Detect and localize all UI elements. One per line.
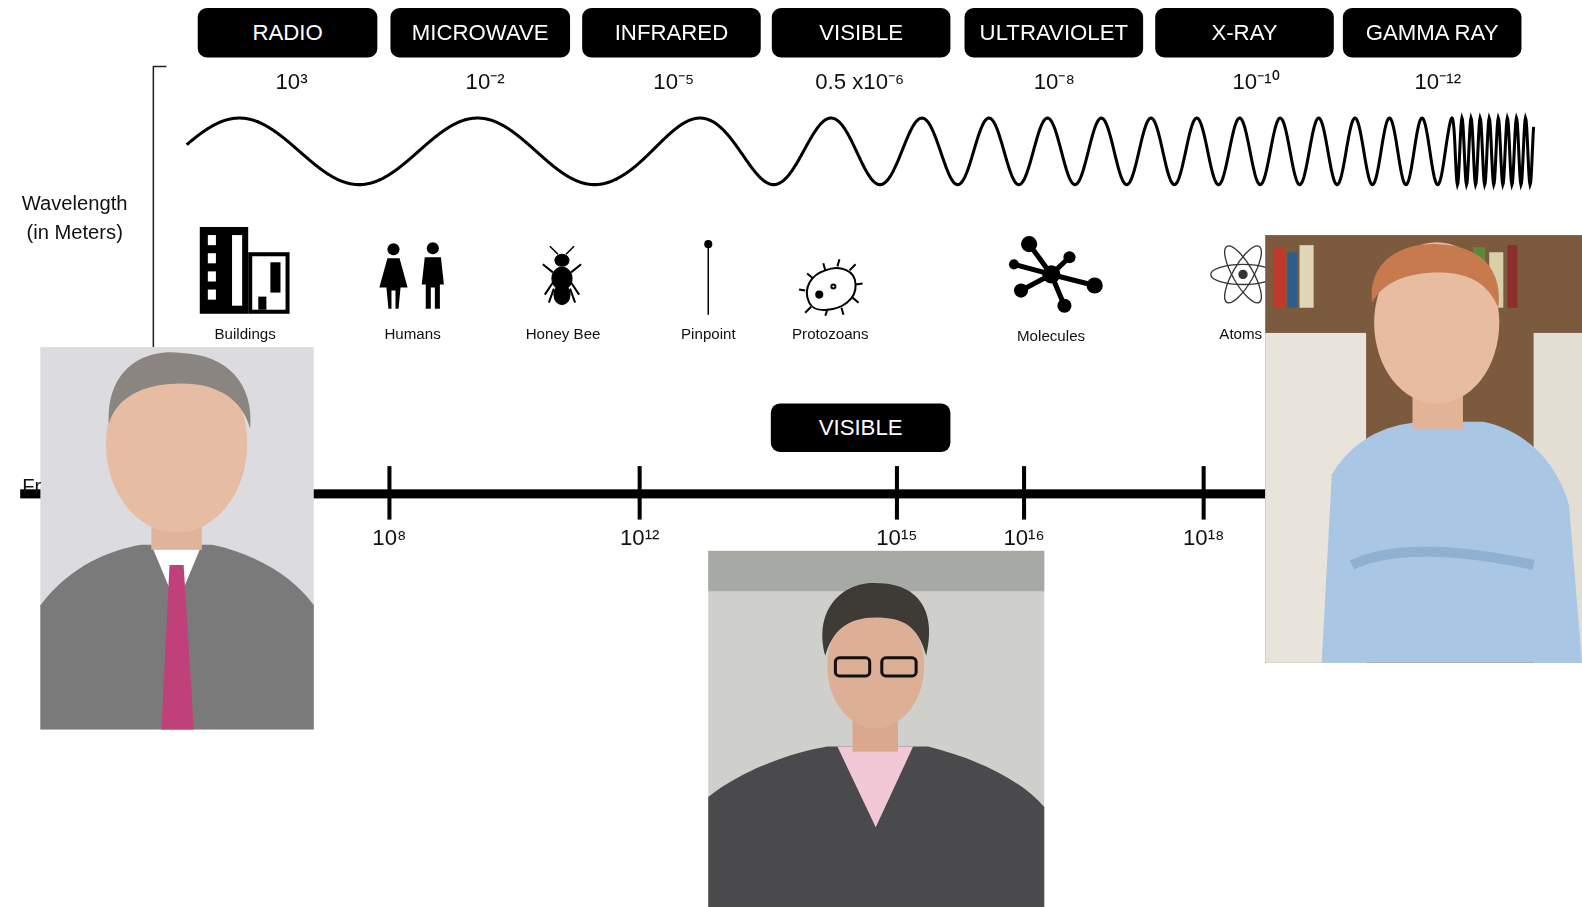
axis-label: 10⁻¹⁰: [1232, 69, 1279, 96]
band-label-box: RADIO: [198, 8, 378, 57]
axis-label: Wavelength (in Meters): [10, 189, 139, 248]
axis-label: 10⁸: [372, 525, 406, 552]
portrait-photo: [708, 551, 1044, 907]
band-label-box: MICROWAVE: [390, 8, 570, 57]
axis-label: 10⁻⁵: [653, 69, 694, 96]
axis-label: Humans: [384, 325, 440, 343]
axis-label: 10⁻¹²: [1415, 69, 1462, 96]
axis-label: 10⁻⁸: [1034, 69, 1075, 96]
band-name: MICROWAVE: [412, 20, 549, 46]
axis-label: 0.5 x10⁻⁶: [815, 69, 904, 96]
axis-label: Buildings: [214, 325, 275, 343]
band-name: VISIBLE: [819, 20, 903, 46]
portrait-photo: [40, 347, 313, 729]
band-name: X-RAY: [1211, 20, 1277, 46]
molecule-icon: [1009, 236, 1103, 313]
buildings-icon: [200, 227, 290, 314]
axis-label: Protozoans: [792, 325, 869, 343]
band-label-box: INFRARED: [582, 8, 761, 57]
band-label-box: ULTRAVIOLET: [965, 8, 1144, 57]
band-name: VISIBLE: [819, 415, 903, 441]
honey-bee-icon: [543, 246, 581, 305]
axis-label: 10⁻²: [466, 69, 505, 96]
band-name: INFRARED: [615, 20, 728, 46]
axis-label: 10³: [275, 69, 307, 96]
band-label-box: X-RAY: [1155, 8, 1334, 57]
axis-label: Molecules: [1017, 327, 1085, 345]
band-name: RADIO: [252, 20, 322, 46]
axis-label: Atoms: [1219, 325, 1262, 343]
axis-label: Honey Bee: [526, 325, 601, 343]
wave-line: [187, 118, 1534, 185]
pinpoint-icon: [704, 240, 712, 315]
band-name: ULTRAVIOLET: [980, 20, 1128, 46]
band-label-box: GAMMA RAY: [1343, 8, 1522, 57]
axis-bracket: [153, 67, 166, 348]
axis-label: Pinpoint: [681, 325, 736, 343]
axis-label: 10¹²: [620, 525, 659, 552]
axis-label: 10¹⁵: [876, 525, 917, 552]
band-name: GAMMA RAY: [1366, 20, 1499, 46]
axis-label: 10¹⁸: [1183, 525, 1224, 552]
humans-icon: [379, 242, 444, 309]
band-label-box: VISIBLE: [772, 8, 951, 57]
axis-label: 10¹⁶: [1003, 525, 1044, 552]
axis-label: Fr: [22, 474, 41, 498]
protozoan-icon: [799, 259, 863, 315]
band-label-box: VISIBLE: [771, 404, 951, 452]
portrait-photo: [1265, 235, 1582, 663]
